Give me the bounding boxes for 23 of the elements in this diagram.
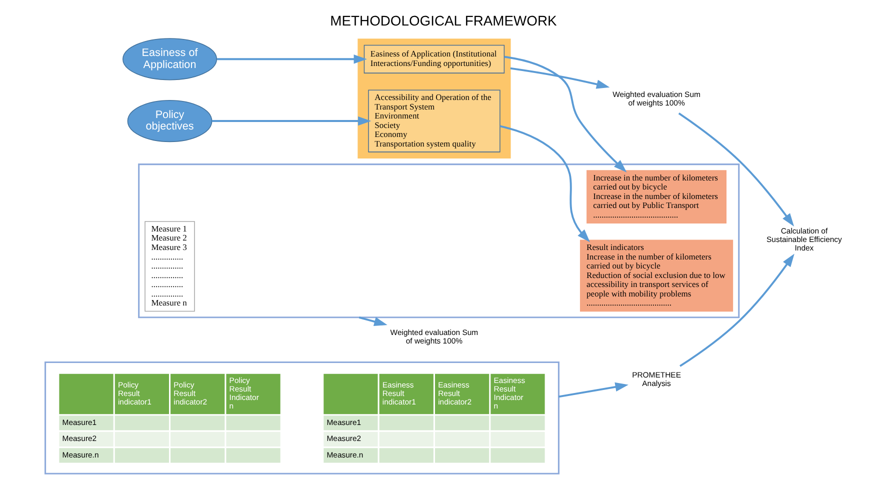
node-box: Easiness of Application (Institutional Interactions/Funding opportunities) bbox=[363, 44, 504, 74]
arrow bbox=[499, 125, 590, 242]
node-box: Accessibility and Operation of the Transport System Environment Society Economy Transportation system quality bbox=[368, 90, 500, 152]
cluster bbox=[44, 361, 559, 474]
arrow bbox=[211, 116, 371, 126]
arrow bbox=[510, 67, 610, 89]
node-box: Result indicators Increase in the number of kilometers carried out by bicycle Reduction of social exclusion due to low accessibility in transport services of people with mobility problems ........................................ bbox=[579, 240, 733, 312]
node-ellipse: Policy objectives bbox=[126, 100, 212, 142]
arrow bbox=[678, 112, 794, 227]
arrow bbox=[216, 54, 366, 64]
arrow bbox=[504, 56, 626, 172]
node-box: Increase in the number of kilometers carried out by bicycle Increase in the number of kilometers carried out by Public Transport ........................................ bbox=[586, 170, 726, 224]
node-text: Calculation of Sustainable Efficiency Index bbox=[766, 226, 842, 253]
diagram-title: METHODOLOGICAL FRAMEWORK bbox=[330, 12, 556, 28]
arrow bbox=[558, 382, 628, 398]
node-text: PROMETHEE Analysis bbox=[632, 370, 680, 388]
arrow bbox=[679, 254, 794, 367]
node-text: Weighted evaluation Sum of weights 100% bbox=[390, 328, 478, 346]
cluster bbox=[138, 164, 740, 318]
node-ellipse: Easiness of Application bbox=[122, 38, 217, 80]
node-text: Weighted evaluation Sum of weights 100% bbox=[612, 90, 700, 108]
arrow bbox=[358, 316, 387, 326]
node-box: Measure 1 Measure 2 Measure 3 ............... ............... ............... ............... ............... Measure n bbox=[144, 221, 194, 312]
